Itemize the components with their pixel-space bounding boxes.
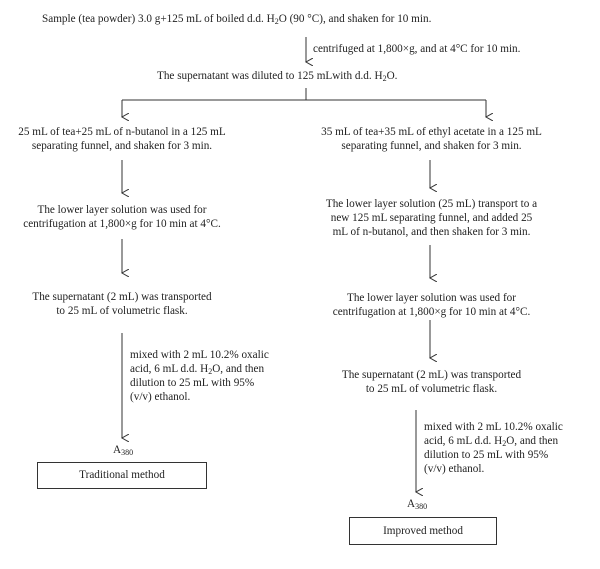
text-line: (v/v) ethanol. — [424, 463, 485, 475]
right-step-1: 35 mL of tea+35 mL of ethyl acetate in a… — [294, 125, 569, 153]
improved-method-box: Improved method — [349, 517, 497, 545]
text-line: The supernatant (2 mL) was transported — [32, 291, 212, 303]
text-line: dilution to 25 mL with 95% — [424, 449, 549, 461]
traditional-method-box: Traditional method — [37, 462, 207, 489]
sample-step: Sample (tea powder) 3.0 g+125 mL of boil… — [42, 12, 431, 26]
text-line: to 25 mL of volumetric flask. — [56, 305, 188, 317]
text-line: separating funnel, and shaken for 3 min. — [341, 140, 522, 152]
text-line: separating funnel, and shaken for 3 min. — [31, 140, 213, 152]
dilution-step-text: The supernatant was diluted to 125 mLwit… — [157, 70, 383, 82]
subscript: 2 — [502, 439, 507, 448]
text-line: The supernatant (2 mL) was transported — [341, 369, 522, 381]
text-line: centrifugation at 1,800×g for 10 min at … — [332, 306, 531, 318]
absorbance-symbol: A — [407, 498, 416, 510]
text-part: O, and then — [506, 435, 559, 447]
text-line: acid, 6 mL d.d. H2O, and then — [424, 434, 563, 448]
right-step-2: The lower layer solution (25 mL) transpo… — [294, 197, 569, 239]
subscript: 2 — [382, 74, 387, 83]
right-step-4: The supernatant (2 mL) was transported t… — [294, 368, 569, 396]
left-step-1: 25 mL of tea+25 mL of n-butanol in a 125… — [0, 125, 244, 153]
text-line: mixed with 2 mL 10.2% oxalic — [424, 421, 563, 433]
text-line: acid, 6 mL d.d. H2O, and then — [130, 362, 269, 376]
subscript: 2 — [274, 17, 279, 26]
text-line: new 125 mL separating funnel, and added … — [330, 212, 533, 224]
text-part: O, and then — [212, 363, 265, 375]
text-line: (v/v) ethanol. — [130, 391, 191, 403]
text-line: The lower layer solution was used for — [346, 292, 516, 304]
text-line: dilution to 25 mL with 95% — [130, 377, 255, 389]
text-line: to 25 mL of volumetric flask. — [365, 383, 498, 395]
text-line: mixed with 2 mL 10.2% oxalic — [130, 349, 269, 361]
text-part: acid, 6 mL d.d. H — [130, 363, 209, 375]
text-line: The lower layer solution was used for — [37, 204, 207, 216]
left-step-2: The lower layer solution was used for ce… — [0, 203, 244, 231]
text-line: The lower layer solution (25 mL) transpo… — [325, 198, 538, 210]
dilution-step: The supernatant was diluted to 125 mLwit… — [157, 69, 397, 83]
centrifuge-note: centrifuged at 1,800×g, and at 4°C for 1… — [313, 43, 521, 55]
text-line: mL of n-butanol, and then shaken for 3 m… — [332, 226, 531, 238]
subscript: 2 — [208, 367, 213, 376]
text-line: 25 mL of tea+25 mL of n-butanol in a 125… — [18, 126, 226, 138]
left-step-3: The supernatant (2 mL) was transported t… — [0, 290, 244, 318]
dilution-step-text-end: O. — [386, 70, 398, 82]
right-mix-note: mixed with 2 mL 10.2% oxalic acid, 6 mL … — [424, 420, 563, 476]
sample-step-text: Sample (tea powder) 3.0 g+125 mL of boil… — [42, 13, 275, 25]
wavelength-subscript: 380 — [121, 448, 134, 457]
text-part: acid, 6 mL d.d. H — [424, 435, 503, 447]
right-result-a380: A380 — [407, 497, 427, 511]
text-line: 35 mL of tea+35 mL of ethyl acetate in a… — [321, 126, 542, 138]
text-line: centrifugation at 1,800×g for 10 min at … — [23, 218, 221, 230]
left-result-a380: A380 — [113, 443, 133, 457]
wavelength-subscript: 380 — [415, 502, 428, 511]
left-mix-note: mixed with 2 mL 10.2% oxalic acid, 6 mL … — [130, 348, 269, 404]
sample-step-text-end: O (90 °C), and shaken for 10 min. — [278, 13, 432, 25]
absorbance-symbol: A — [113, 444, 122, 456]
right-step-3: The lower layer solution was used for ce… — [294, 291, 569, 319]
